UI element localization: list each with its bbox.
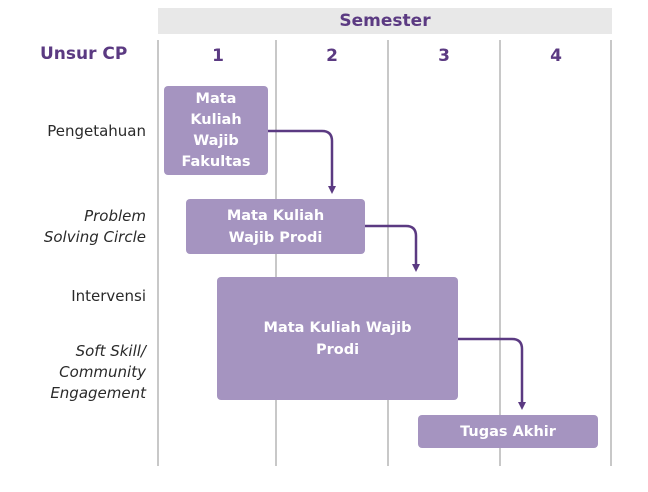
grid-line	[157, 40, 159, 466]
row-label-text: Community	[59, 363, 146, 381]
block-tugas-akhir: Tugas Akhir	[418, 415, 598, 448]
row-label-intervensi: Intervensi	[8, 286, 146, 307]
grid-line	[387, 40, 389, 466]
arrow-intervensi-to-tugas-akhir	[458, 337, 526, 410]
arrow-fakultas-to-prodi	[268, 129, 336, 194]
grid-line	[499, 40, 501, 466]
block-text: Wajib	[193, 132, 239, 149]
unsur-cp-label: Unsur CP	[40, 44, 128, 64]
semester-number-3: 3	[438, 46, 450, 66]
block-text: Wajib Prodi	[228, 229, 323, 246]
row-label-text: Engagement	[50, 384, 146, 402]
semester-number-1: 1	[212, 46, 224, 66]
semester-number-4: 4	[550, 46, 562, 66]
block-text: Fakultas	[181, 153, 251, 170]
block-text: Kuliah	[190, 111, 242, 128]
block-text: Mata	[195, 90, 237, 107]
row-label-text: Problem	[84, 207, 146, 225]
block-mata-kuliah-wajib-fakultas: Mata Kuliah Wajib Fakultas	[164, 86, 268, 175]
semester-header: Semester	[158, 8, 612, 34]
row-label-text: Intervensi	[71, 287, 146, 305]
semester-label: Semester	[339, 11, 431, 31]
row-label-text: Soft Skill/	[75, 342, 146, 360]
row-label-text: Pengetahuan	[47, 122, 146, 140]
row-label-problem-solving: Problem Solving Circle	[8, 206, 146, 248]
block-text: Tugas Akhir	[460, 423, 556, 440]
semester-number-2: 2	[326, 46, 338, 66]
block-text: Prodi	[315, 341, 360, 358]
arrow-prodi-to-intervensi	[365, 224, 420, 272]
block-mata-kuliah-wajib-prodi-1: Mata Kuliah Wajib Prodi	[186, 199, 365, 254]
block-text: Mata Kuliah Wajib	[263, 319, 412, 336]
grid-line	[610, 40, 612, 466]
row-label-text: Solving Circle	[43, 228, 146, 246]
row-label-pengetahuan: Pengetahuan	[8, 121, 146, 142]
block-text: Mata Kuliah	[226, 207, 325, 224]
row-label-soft-skill: Soft Skill/ Community Engagement	[8, 341, 146, 404]
block-mata-kuliah-wajib-prodi-2: Mata Kuliah Wajib Prodi	[217, 277, 458, 400]
